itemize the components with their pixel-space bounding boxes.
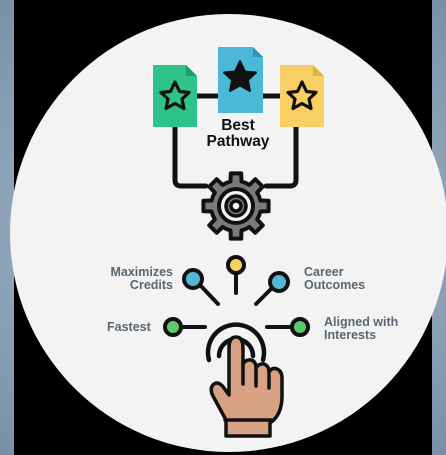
yellow-star-document-icon [280,65,324,127]
label-maximizes-credits: Maximizes Credits [103,266,173,292]
label-fastest-text: Fastest [107,320,151,334]
gear-ring-3 [229,199,243,213]
label-fastest: Fastest [107,321,151,334]
label-career-line1: Career [304,265,344,279]
green-star-document-icon [153,65,197,127]
node-yellow [226,255,246,275]
label-aligned-line2: Interests [324,328,377,342]
gear-icon [201,171,271,241]
title-line-2: Pathway [206,133,270,150]
title-line-1: Best [221,117,255,134]
blue-star-document-icon [218,47,263,113]
connector-lines [172,93,299,189]
spokes [180,273,294,329]
label-maximizes-line1: Maximizes [110,265,173,279]
label-maximizes-line2: Credits [129,278,173,292]
white-circle [10,14,446,452]
node-maximizes-credits [182,268,204,290]
diagram-title: Best Pathway [203,118,273,150]
node-aligned-interests [290,317,310,337]
label-career-line2: Outcomes [304,278,366,292]
node-career-outcomes [268,271,290,293]
node-fastest [163,317,183,337]
touch-hand-icon [209,335,284,438]
label-aligned-line1: Aligned with [324,315,399,329]
label-career-outcomes: Career Outcomes [304,266,365,292]
label-aligned-interests: Aligned with Interests [324,316,398,342]
